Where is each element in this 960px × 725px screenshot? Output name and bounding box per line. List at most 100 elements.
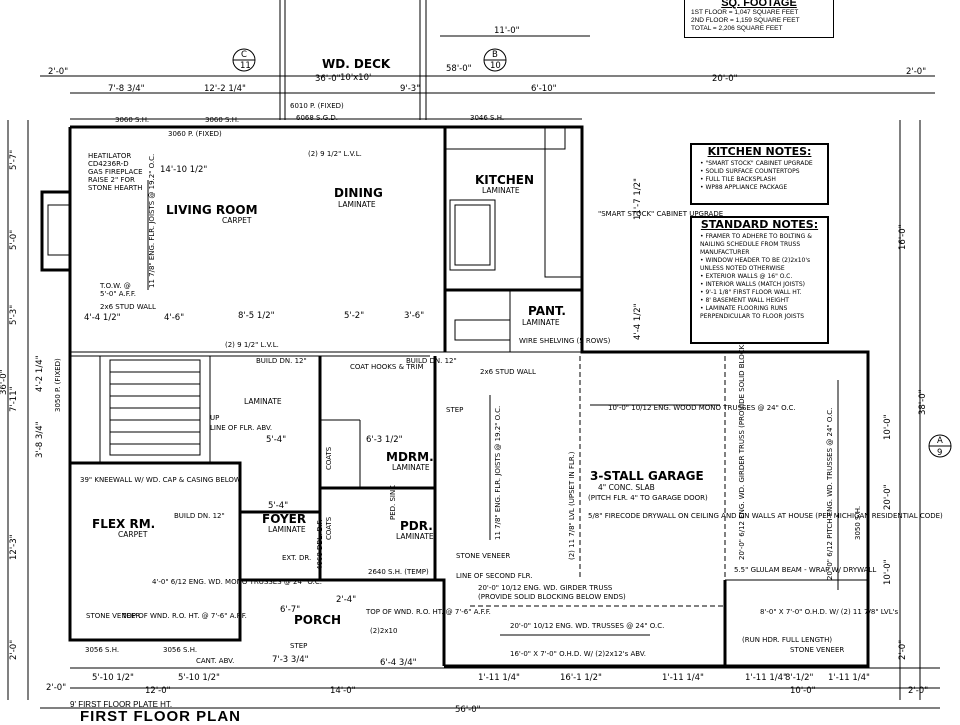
dim-top-20ft: 20'-0" [712,74,738,84]
svg-text:PED. SINK: PED. SINK [389,485,397,520]
svg-text:8'-5 1/2": 8'-5 1/2" [238,311,275,321]
svg-text:CD4236R-D: CD4236R-D [88,160,129,168]
svg-text:3'-6": 3'-6" [404,311,424,321]
room-pantry: PANT. [528,304,566,318]
dim-top-6ft: 6'-10" [531,84,557,94]
room-mudroom: MDRM. [386,450,434,464]
svg-text:C: C [241,50,247,60]
room-labels: LIVING ROOM CARPET DINING LAMINATE KITCH… [92,173,704,627]
room-dining-floor: LAMINATE [338,200,376,209]
svg-text:5'-7": 5'-7" [9,150,19,170]
standard-note: FRAMER TO ADHERE TO BOLTING & NAILING SC… [700,233,827,257]
standard-note: 9'-1 1/8" FIRST FLOOR WALL HT. [700,289,827,297]
dim-bottom-12ft: 12'-0" [145,686,171,696]
plan-title: FIRST FLOOR PLAN [80,708,241,725]
svg-text:20'-0" 6/12 PITCH ENG. WD. TRU: 20'-0" 6/12 PITCH ENG. WD. TRUSSES @ 24"… [826,408,834,580]
svg-text:4'-0" 6/12 ENG. WD. MONO TRUSS: 4'-0" 6/12 ENG. WD. MONO TRUSSES @ 24" O… [152,578,322,586]
window-label: 3050 P. (FIXED) [54,358,62,412]
dim-top-2ft-left: 2'-0" [48,67,68,77]
svg-text:5'-3": 5'-3" [9,305,19,325]
standard-note: INTERIOR WALLS (MATCH JOISTS) [700,281,827,289]
svg-text:WIRE SHELVING (5 ROWS): WIRE SHELVING (5 ROWS) [519,337,611,345]
svg-text:BUILD DN. 12": BUILD DN. 12" [406,357,457,365]
dim-bottom-16ft: 16'-1 1/2" [560,673,602,683]
kitchen-note: "SMART STOCK" CABINET UPGRADE [700,160,827,168]
svg-text:2'-4": 2'-4" [336,595,356,605]
svg-text:(2) 9 1/2" L.V.L.: (2) 9 1/2" L.V.L. [225,341,279,349]
window-label: 3060 P. (FIXED) [168,130,222,138]
svg-text:STEP: STEP [290,642,307,650]
dim-top-12ft: 12'-2 1/4" [204,84,246,94]
bottom-dimensions: 12'-0" 14'-0" 56'-0" 10'-0" 2'-0" 1'-11 … [40,655,940,715]
svg-text:5'-4": 5'-4" [266,435,286,445]
room-dining: DINING [334,186,383,200]
kitchen-cabinets [444,126,583,341]
kitchen-note: SOLID SURFACE COUNTERTOPS [700,168,827,176]
window-label: 6068 S.G.D. [296,114,338,122]
svg-text:UP: UP [210,414,219,422]
dim-bottom-7ft: 7'-3 3/4" [272,655,309,665]
kitchen-notes-box: KITCHEN NOTES: "SMART STOCK" CABINET UPG… [690,143,829,205]
svg-text:TOP OF WND. R.O. HT. @ 7'-6" A: TOP OF WND. R.O. HT. @ 7'-6" A.F.F. [121,612,247,620]
dim-bottom-5ft-a: 5'-10 1/2" [92,673,134,683]
svg-text:7'-11": 7'-11" [9,386,19,412]
standard-note: LAMINATE FLOORING RUNS PERPENDICULAR TO … [700,305,827,321]
svg-text:5/8" FIRECODE DRYWALL ON CEILI: 5/8" FIRECODE DRYWALL ON CEILING AND ON … [588,512,943,520]
dim-bottom-2ft-left: 2'-0" [46,683,66,693]
standard-note: 8' BASEMENT WALL HEIGHT [700,297,827,305]
svg-text:5'-0" A.F.F.: 5'-0" A.F.F. [100,290,136,298]
svg-text:LINE OF SECOND FLR.: LINE OF SECOND FLR. [456,572,533,580]
svg-text:STONE VENEER: STONE VENEER [86,612,140,620]
window-label: 3060 S.H. [205,116,239,124]
svg-text:11 7/8" ENG. FLR. JOISTS @ 19.: 11 7/8" ENG. FLR. JOISTS @ 19.2" O.C. [148,154,156,288]
window-label: 3050 S.H. [854,506,862,540]
sqft-first-floor: 1ST FLOOR = 1,047 SQUARE FEET [691,9,799,16]
room-kitchen-floor: LAMINATE [482,186,520,195]
svg-text:38'-0": 38'-0" [918,389,928,415]
svg-text:10: 10 [490,61,501,71]
room-kitchen: KITCHEN [475,173,534,187]
svg-text:20'-0" 6/12 ENG. WD. GIRDER TR: 20'-0" 6/12 ENG. WD. GIRDER TRUSS (PROVI… [738,285,746,560]
svg-text:HEATILATOR: HEATILATOR [88,152,131,160]
svg-text:4068 DBL. B.F.: 4068 DBL. B.F. [316,519,324,570]
room-foyer-floor: LAMINATE [268,525,306,534]
kitchen-notes-title: KITCHEN NOTES: [707,145,812,158]
svg-text:6'-3 1/2": 6'-3 1/2" [366,435,403,445]
svg-text:8'-0" X 7'-0" O.H.D. W/ (2) 11: 8'-0" X 7'-0" O.H.D. W/ (2) 11 7/8" LVL'… [760,608,899,616]
svg-text:4'-4 1/2": 4'-4 1/2" [84,313,121,323]
svg-text:T.O.W. @: T.O.W. @ [99,282,131,290]
svg-text:4'-2 1/4": 4'-2 1/4" [35,355,45,392]
deck-label: WD. DECK [322,57,391,71]
svg-text:EXT. DR.: EXT. DR. [282,554,311,562]
svg-text:A: A [937,436,943,446]
dim-bottom-6ft: 6'-4 3/4" [380,658,417,668]
dim-bottom-2ft: 2'-0" [908,686,928,696]
svg-text:10'-0" 10/12 ENG. WOOD MONO TR: 10'-0" 10/12 ENG. WOOD MONO TRUSSES @ 24… [608,404,796,412]
svg-text:RAISE 2" FOR: RAISE 2" FOR [88,176,135,184]
svg-text:COAT HOOKS & TRIM: COAT HOOKS & TRIM [350,363,424,371]
svg-text:11 7/8" ENG. FLR. JOISTS @ 19.: 11 7/8" ENG. FLR. JOISTS @ 19.2" O.C. [494,406,502,540]
window-label: 3056 S.H. [85,646,119,654]
svg-text:COATS: COATS [325,516,333,540]
dim-top-9ft: 9'-3" [400,84,420,94]
svg-text:2'-0": 2'-0" [9,640,19,660]
svg-text:STONE VENEER: STONE VENEER [456,552,510,560]
svg-text:11'-7 1/2": 11'-7 1/2" [633,178,643,220]
room-living-floor: CARPET [222,216,252,225]
standard-note: EXTERIOR WALLS @ 16" O.C. [700,273,827,281]
section-marker-a: A 9 [928,434,952,458]
annotations: (2) 9 1/2" L.V.L. (2) 9 1/2" L.V.L. HEAT… [80,150,943,665]
room-powder: PDR. [400,519,433,533]
room-pantry-floor: LAMINATE [522,318,560,327]
window-label: 3060 S.H. [115,116,149,124]
svg-text:"SMART STOCK" CABINET UPGRADE: "SMART STOCK" CABINET UPGRADE [598,210,723,218]
dim-bottom-14ft: 14'-0" [330,686,356,696]
svg-text:3'-8 3/4": 3'-8 3/4" [35,421,45,458]
svg-text:2x6 STUD WALL: 2x6 STUD WALL [480,368,536,376]
section-marker-c: C 11 [232,48,256,72]
stairs [109,359,201,456]
window-label: 2640 S.H. (TEMP) [368,568,429,576]
room-living: LIVING ROOM [166,203,258,217]
plate-height-note: 9' FIRST FLOOR PLATE HT. [70,700,173,709]
